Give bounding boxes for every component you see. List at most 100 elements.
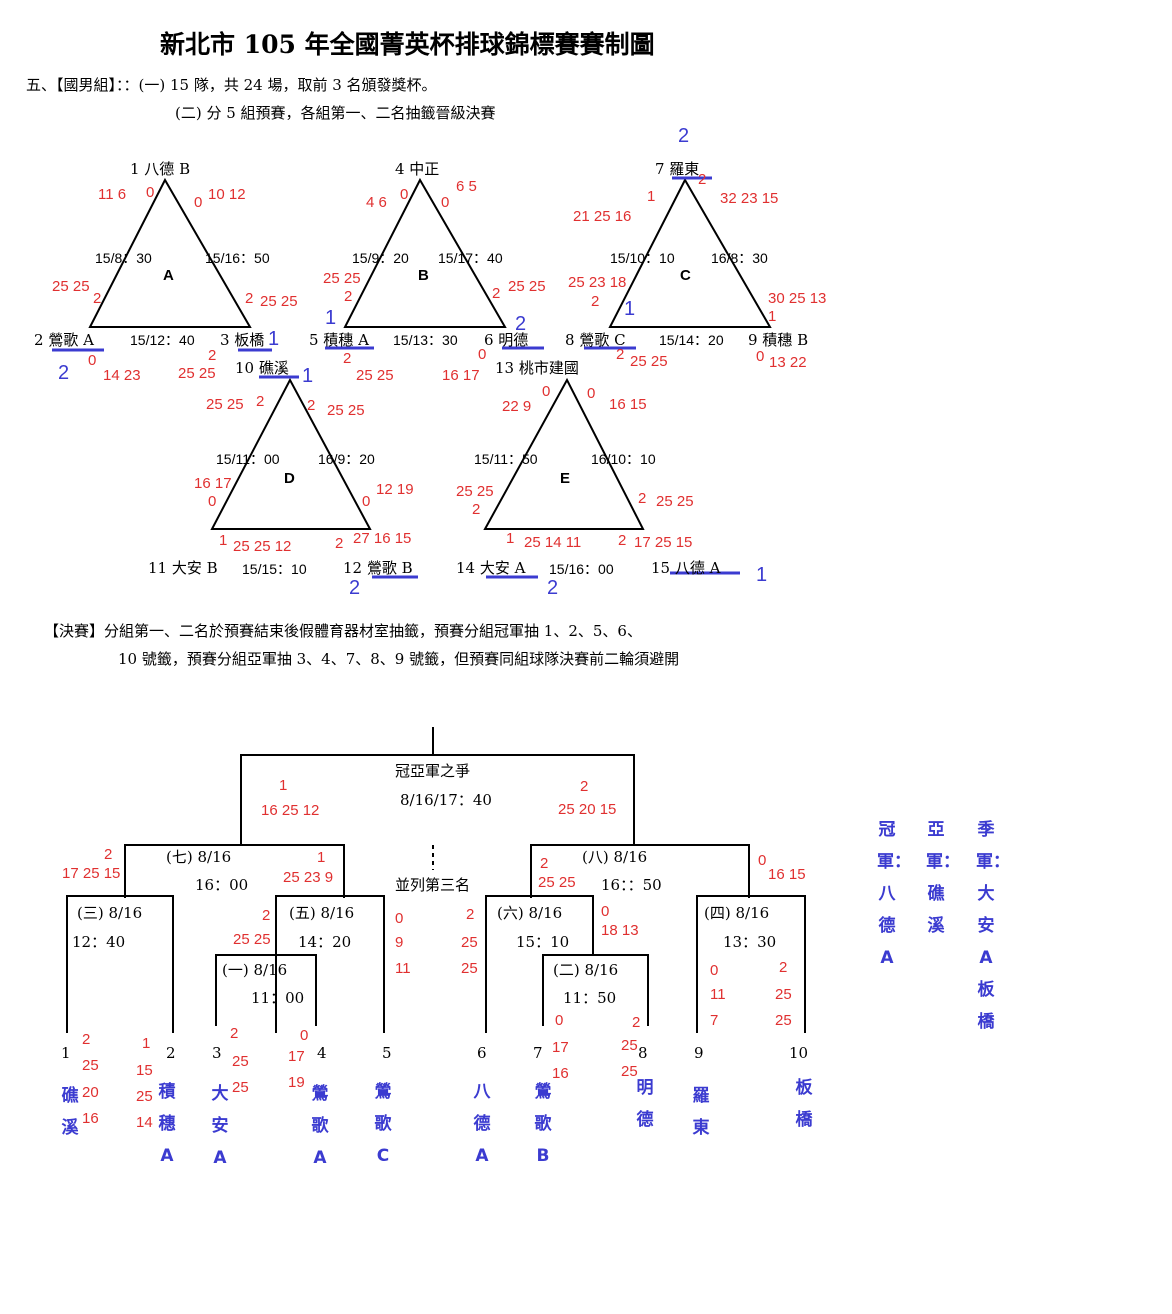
score: 25 25: [323, 270, 361, 287]
score: 16 15: [609, 396, 647, 413]
score: 2: [93, 290, 102, 307]
score: 2: [632, 1014, 641, 1031]
slot-number: 1: [61, 1044, 71, 1062]
pool-d-time-left: 15/11：00: [216, 451, 280, 467]
pool-a-time-left: 15/8：30: [95, 250, 152, 266]
pool-b-time-left: 15/9：20: [352, 250, 409, 266]
score: 13 22: [769, 354, 807, 371]
pool-c-time-right: 16/8：30: [711, 250, 768, 266]
score: 25 25: [630, 353, 668, 370]
match-2-time: 11：50: [563, 989, 617, 1007]
pool-d-rank-right: 2: [349, 577, 361, 599]
score: 0: [587, 385, 596, 402]
score: 11: [710, 986, 726, 1003]
score: 2: [256, 393, 265, 410]
pool-e-rank-right: 1: [756, 564, 768, 586]
bracket-lines: [66, 727, 806, 1033]
score: 0: [395, 910, 404, 927]
pool-c-time-bottom: 15/14：20: [659, 332, 724, 348]
pool-b-team-right: 6 明德: [484, 331, 529, 349]
third-place-label: 並列第三名: [395, 876, 471, 894]
pool-d-label: D: [284, 470, 295, 487]
match-5-time: 14：20: [298, 933, 352, 951]
final-title: 冠亞軍之爭: [395, 762, 471, 780]
pool-c-time-left: 15/10：10: [610, 250, 675, 266]
pool-e-rank-left: 2: [547, 577, 559, 599]
score: 7: [710, 1012, 719, 1029]
pool-e-label: E: [560, 470, 571, 487]
score: 6 5: [456, 178, 477, 195]
pool-e-team-right: 15 八德 A: [651, 559, 721, 577]
final-time: 8/16/17：40: [400, 791, 492, 809]
score: 2: [492, 285, 501, 302]
slot-team: 大安A: [211, 1084, 229, 1168]
finals-note-line-2: 10 號籤，預賽分組亞軍抽 3、4、7、8、9 號籤，但預賽同組球隊決賽前二輪須…: [118, 650, 680, 668]
score: 11 6: [98, 186, 127, 203]
score: 16: [552, 1065, 569, 1082]
match-7-time: 16：00: [195, 876, 249, 894]
slot-number: 2: [166, 1044, 176, 1062]
pool-c-label: C: [680, 267, 691, 284]
pool-a-time-right: 15/16：50: [205, 250, 270, 266]
score: 1: [219, 532, 228, 549]
score: 2: [466, 906, 475, 923]
pool-c-rank-left: 1: [624, 298, 636, 320]
score: 25 25: [260, 293, 298, 310]
pool-e-team-left: 14 大安 A: [456, 559, 526, 577]
score: 0: [88, 352, 97, 369]
slot-number: 6: [477, 1044, 487, 1062]
slot-number: 10: [789, 1044, 809, 1062]
pool-b-rank-right: 2: [515, 313, 527, 335]
score: 25: [461, 960, 478, 977]
score: 25 25: [538, 874, 576, 891]
slot-team: 鶯歌B: [534, 1082, 552, 1166]
score: 14: [136, 1114, 153, 1131]
score: 25 25: [52, 278, 90, 295]
pool-d-rank-top: 1: [302, 365, 314, 387]
score: 16: [82, 1110, 99, 1127]
pool-b-rank-left: 1: [325, 307, 337, 329]
score: 19: [288, 1074, 305, 1091]
pool-c-team-left: 8 鶯歌 C: [565, 331, 626, 349]
score: 2: [616, 346, 625, 363]
score: 17: [288, 1048, 305, 1065]
score: 2: [307, 397, 316, 414]
score: 2: [208, 347, 217, 364]
score: 2: [245, 290, 254, 307]
score: 25: [232, 1053, 249, 1070]
score: 1: [142, 1035, 151, 1052]
score: 0: [362, 493, 371, 510]
pool-b-triangle: [343, 177, 507, 328]
match-5-label: (五) 8/16: [289, 904, 355, 922]
pool-a-team-right: 3 板橋: [220, 331, 265, 349]
pool-b-time-bottom: 15/13：30: [393, 332, 458, 348]
score: 25: [136, 1088, 153, 1105]
score: 16 17: [194, 475, 232, 492]
match-2-label: (二) 8/16: [553, 961, 619, 979]
pool-c-team-right: 9 積穗 B: [748, 331, 809, 349]
score: 2: [230, 1025, 239, 1042]
score: 25: [461, 934, 478, 951]
slot-team: 礁溪: [61, 1086, 79, 1138]
score: 0: [710, 962, 719, 979]
slot-number: 9: [694, 1044, 704, 1062]
score: 18 13: [601, 922, 639, 939]
final-right-sets: 2: [580, 778, 589, 795]
pool-a-rank-right: 1: [268, 328, 280, 350]
pool-a-rank-left: 2: [58, 362, 70, 384]
match-4-time: 13：30: [723, 933, 777, 951]
score: 25: [82, 1057, 99, 1074]
score: 0: [208, 493, 217, 510]
score: 2: [779, 959, 788, 976]
champion-result: 冠軍：八德A: [877, 820, 911, 968]
pool-b-time-right: 15/17：40: [438, 250, 503, 266]
score: 25 25: [178, 365, 216, 382]
score: 1: [647, 188, 656, 205]
score: 1: [317, 849, 326, 866]
pool-a-time-bottom: 15/12：40: [130, 332, 195, 348]
pool-c-rank-top: 2: [678, 125, 690, 147]
score: 12 19: [376, 481, 414, 498]
score: 25: [621, 1037, 638, 1054]
score: 0: [756, 348, 765, 365]
pool-d-team-left: 11 大安 B: [148, 559, 218, 577]
